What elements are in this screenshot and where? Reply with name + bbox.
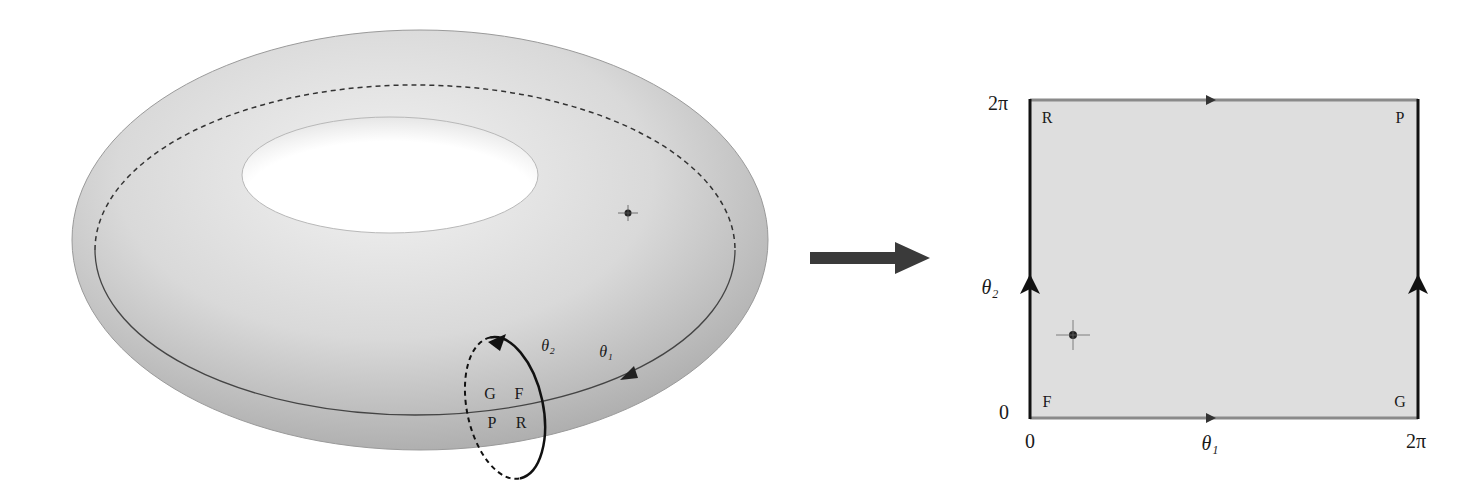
equator-front xyxy=(95,250,735,415)
map-arrow xyxy=(810,242,930,274)
axis-value: 2π xyxy=(1406,431,1426,451)
right-edge xyxy=(1417,99,1420,419)
theta2-arrowhead xyxy=(488,334,506,351)
point-label: P xyxy=(488,415,497,431)
axis-label: θ₂ xyxy=(982,277,999,297)
point-label: R xyxy=(516,415,527,431)
corner-label: F xyxy=(1043,394,1052,410)
theta1-arrowhead xyxy=(620,366,638,380)
point-cross xyxy=(1056,320,1090,350)
square-domain xyxy=(1030,100,1418,418)
bottom-edge xyxy=(1030,417,1418,420)
left-edge xyxy=(1029,99,1032,419)
corner-label: P xyxy=(1396,110,1405,126)
equator-back xyxy=(95,85,735,250)
torus-body xyxy=(72,30,768,450)
point-label: F xyxy=(515,386,524,402)
axis-label: θ₁ xyxy=(1202,433,1219,453)
bottom-edge-arrow xyxy=(1206,413,1216,423)
top-edge-arrow xyxy=(1206,95,1216,105)
cross-section-front xyxy=(490,330,557,479)
angle-label: θ₂ xyxy=(541,338,554,354)
axis-value: 0 xyxy=(1025,431,1035,451)
cross-section xyxy=(453,330,557,487)
corner-label: G xyxy=(1394,394,1406,410)
right-edge-arrow xyxy=(1408,274,1428,294)
cross-section-back xyxy=(453,338,520,487)
top-edge xyxy=(1030,99,1418,102)
axis-value: 2π xyxy=(988,93,1008,113)
point-cross xyxy=(618,205,638,221)
corner-label: R xyxy=(1042,110,1053,126)
angle-label: θ₁ xyxy=(599,344,612,360)
point-label: G xyxy=(484,386,496,402)
torus-hole xyxy=(242,117,538,233)
left-edge-arrow xyxy=(1020,274,1040,294)
axis-value: 0 xyxy=(999,402,1009,422)
